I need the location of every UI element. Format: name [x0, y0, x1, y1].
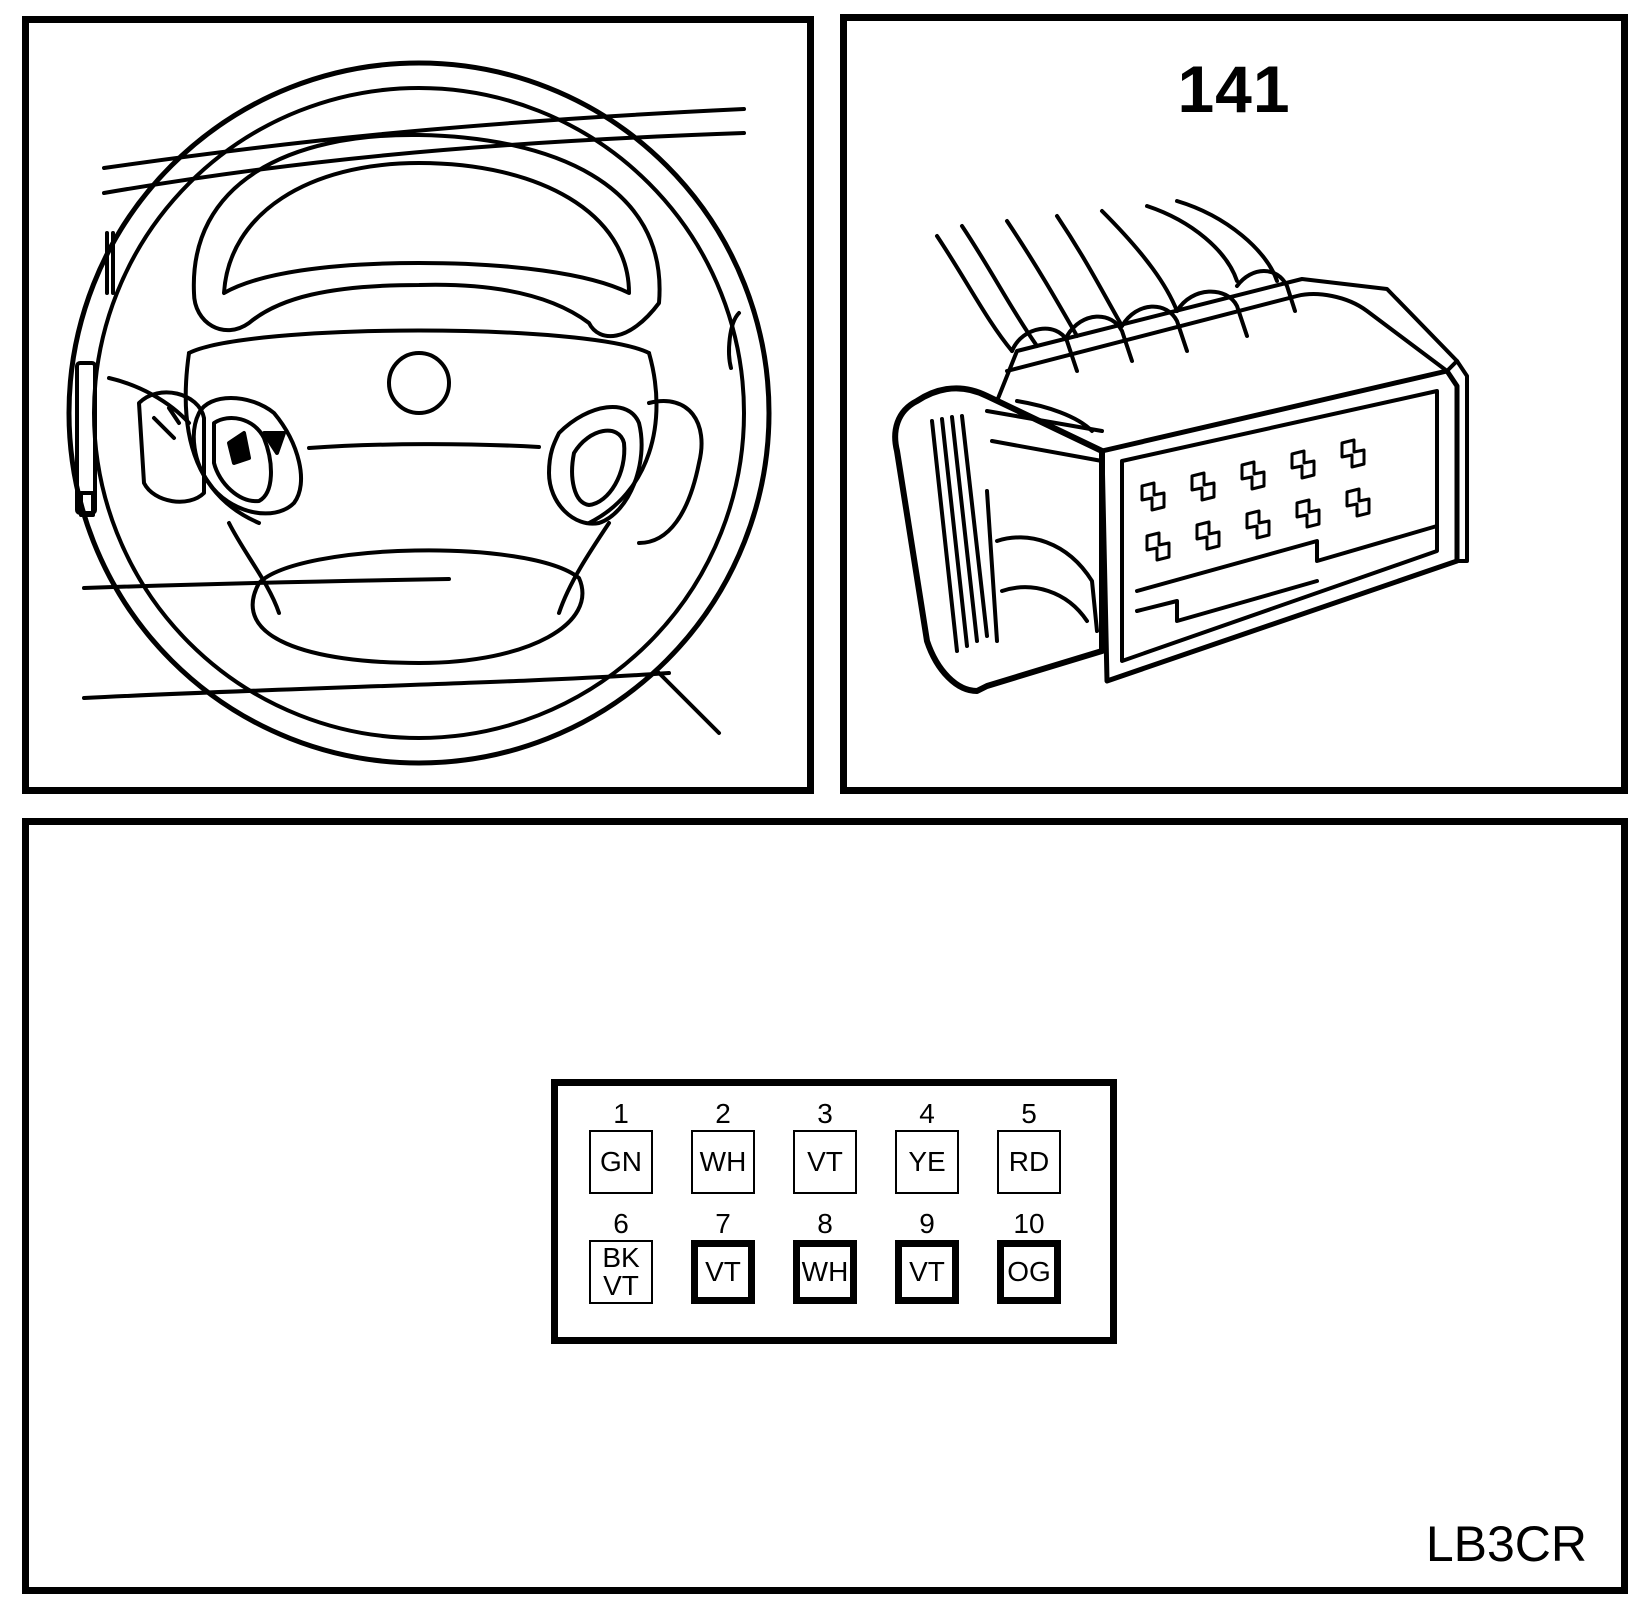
pin-cavity: BK VT — [589, 1240, 653, 1304]
wire-color: VT — [807, 1146, 843, 1177]
connector-face-frame: 1 GN 2 WH 3 VT 4 YE 5 RD — [551, 1079, 1117, 1344]
pin-6: 6 BK VT — [586, 1210, 656, 1304]
wire-color: YE — [908, 1146, 946, 1177]
pin-number: 5 — [1021, 1098, 1037, 1129]
pin-number: 9 — [919, 1208, 935, 1239]
pin-number: 2 — [715, 1098, 731, 1129]
pinout-panel: 1 GN 2 WH 3 VT 4 YE 5 RD — [22, 818, 1628, 1594]
wire-color: GN — [600, 1146, 642, 1177]
steering-wheel-illustration — [66, 60, 772, 766]
pin-cavity: VT — [895, 1240, 959, 1304]
pin-cavity: WH — [793, 1240, 857, 1304]
pin-1: 1 GN — [586, 1100, 656, 1194]
pin-3: 3 VT — [790, 1100, 860, 1194]
steering-wheel-panel — [22, 16, 814, 794]
pin-cavity: VT — [793, 1130, 857, 1194]
connector-illustration — [892, 199, 1469, 694]
wire-color: WH — [699, 1146, 747, 1177]
pin-2: 2 WH — [688, 1100, 758, 1194]
wire-tracer-color: VT — [603, 1270, 639, 1301]
wire-color: WH — [801, 1256, 849, 1287]
pin-number: 3 — [817, 1098, 833, 1129]
wire-color: OG — [1007, 1256, 1051, 1287]
diagram-code: LB3CR — [1425, 1516, 1587, 1572]
wire-color: VT — [705, 1256, 741, 1287]
pin-5: 5 RD — [994, 1100, 1064, 1194]
pin-7: 7 VT — [688, 1210, 758, 1304]
wire-color: BK — [602, 1242, 640, 1273]
pin-8: 8 WH — [790, 1210, 860, 1304]
pin-number: 10 — [1013, 1208, 1045, 1239]
connector-panel: 141 — [840, 14, 1628, 794]
pin-number: 6 — [613, 1208, 629, 1239]
pin-4: 4 YE — [892, 1100, 962, 1194]
connector-number: 141 — [1177, 52, 1291, 126]
wire-color: RD — [1008, 1146, 1050, 1177]
pin-cavity: OG — [997, 1240, 1061, 1304]
pin-9: 9 VT — [892, 1210, 962, 1304]
pin-cavity: RD — [997, 1130, 1061, 1194]
pin-cavity: YE — [895, 1130, 959, 1194]
pin-number: 7 — [715, 1208, 731, 1239]
pin-cavity: VT — [691, 1240, 755, 1304]
pin-number: 1 — [613, 1098, 629, 1129]
pin-cavity: GN — [589, 1130, 653, 1194]
pin-cavity: WH — [691, 1130, 755, 1194]
pin-number: 4 — [919, 1098, 935, 1129]
pin-10: 10 OG — [994, 1210, 1064, 1304]
wire-color: VT — [909, 1256, 945, 1287]
pin-number: 8 — [817, 1208, 833, 1239]
